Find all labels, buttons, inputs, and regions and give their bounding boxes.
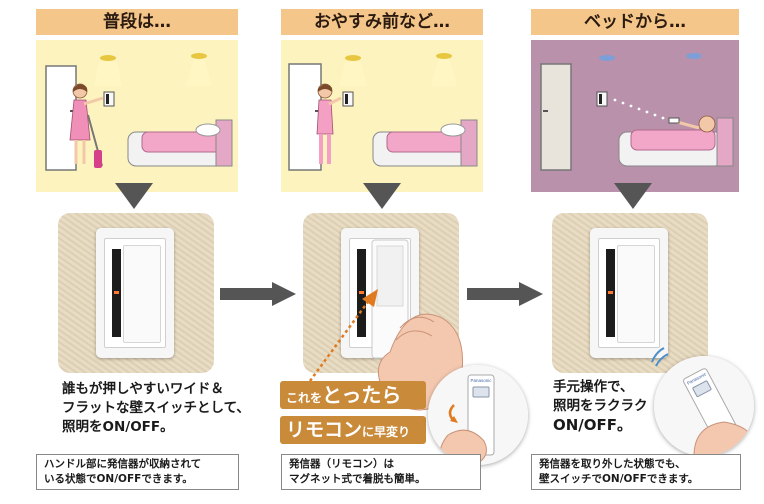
panel3-note-line: 壁スイッチでON/OFFできます。: [539, 473, 699, 485]
panel2-note-line: マグネット式で着脱も簡単。: [289, 473, 426, 485]
banner-remote-big: リモコン: [286, 419, 363, 441]
switch-photo-1: [58, 213, 214, 373]
panel3-note-line: 発信器を取り外した状態でも、: [539, 458, 686, 470]
scene-day-illustration: [36, 40, 238, 192]
scene-bed-svg: [540, 53, 734, 171]
remote-circle-photo-2: Panasonic: [654, 356, 754, 456]
switch-led: [114, 291, 119, 294]
panel3-desc-line: 照明をラクラク: [553, 398, 648, 414]
scene-day-svg: [45, 53, 233, 171]
remote-brand-label-1: Panasonic: [470, 378, 492, 383]
right-arrow-1: [220, 282, 296, 306]
switch-led: [359, 291, 364, 294]
banner-take-off: これをとったら: [280, 381, 426, 409]
signal-waves-icon: [651, 347, 669, 367]
dotted-arrow: [308, 289, 378, 382]
remote-circle-photo-1: Panasonic: [428, 365, 528, 465]
panel1-desc-line: フラットな壁スイッチとして、: [62, 400, 250, 416]
panel3-header: ベッドから…: [531, 9, 739, 35]
panel1-note-line: いる状態でON/OFFできます。: [44, 473, 193, 485]
switch-plate: [96, 228, 174, 358]
banner-becomes-remote: リモコンに早変り: [280, 416, 426, 444]
panel3-desc-line: 手元操作で、: [553, 379, 634, 395]
right-arrow-2: [467, 282, 543, 306]
panel1-header-text: 普段は…: [103, 12, 171, 32]
switch-photo-3: [552, 213, 708, 373]
switch-rocker: [617, 245, 655, 343]
remote-in-hand-svg: Panasonic: [428, 365, 528, 465]
banner-remote-small: に早変り: [362, 425, 411, 439]
scene-bed-illustration: [531, 40, 739, 192]
panel3-description: 手元操作で、 照明をラクラク ON/OFF。: [553, 378, 648, 435]
panel1-desc-line: 誰もが押しやすいワイド＆: [62, 381, 224, 397]
panel1-note-line: ハンドル部に発信器が収納されて: [44, 458, 202, 470]
panel1-desc-line: 照明をON/OFF。: [62, 419, 174, 435]
panel3-desc-line: ON/OFF。: [553, 416, 633, 434]
switch-led: [608, 291, 613, 294]
switch-plate: [590, 228, 668, 358]
down-arrow-2: [363, 183, 401, 209]
panel1-note: ハンドル部に発信器が収納されて いる状態でON/OFFできます。: [36, 454, 239, 490]
banner-take-off-big: とったら: [322, 383, 402, 407]
panel2-note: 発信器（リモコン）は マグネット式で着脱も簡単。: [281, 454, 481, 490]
panel1-description: 誰もが押しやすいワイド＆ フラットな壁スイッチとして、 照明をON/OFF。: [62, 380, 250, 437]
panel3-header-text: ベッドから…: [584, 12, 686, 32]
down-arrow-3: [614, 183, 652, 209]
switch-rocker: [123, 245, 161, 343]
scene-evening-svg: [288, 53, 478, 171]
panel2-header: おやすみ前など…: [281, 9, 483, 35]
panel2-note-line: 発信器（リモコン）は: [289, 458, 394, 470]
scene-evening-illustration: [281, 40, 483, 192]
down-arrow-1: [115, 183, 153, 209]
panel3-note: 発信器を取り外した状態でも、 壁スイッチでON/OFFできます。: [531, 454, 741, 490]
banner-take-off-small: これを: [286, 391, 323, 405]
panel2-header-text: おやすみ前など…: [314, 12, 450, 32]
remote-pointing-svg: Panasonic: [654, 356, 754, 456]
panel1-header: 普段は…: [36, 9, 238, 35]
